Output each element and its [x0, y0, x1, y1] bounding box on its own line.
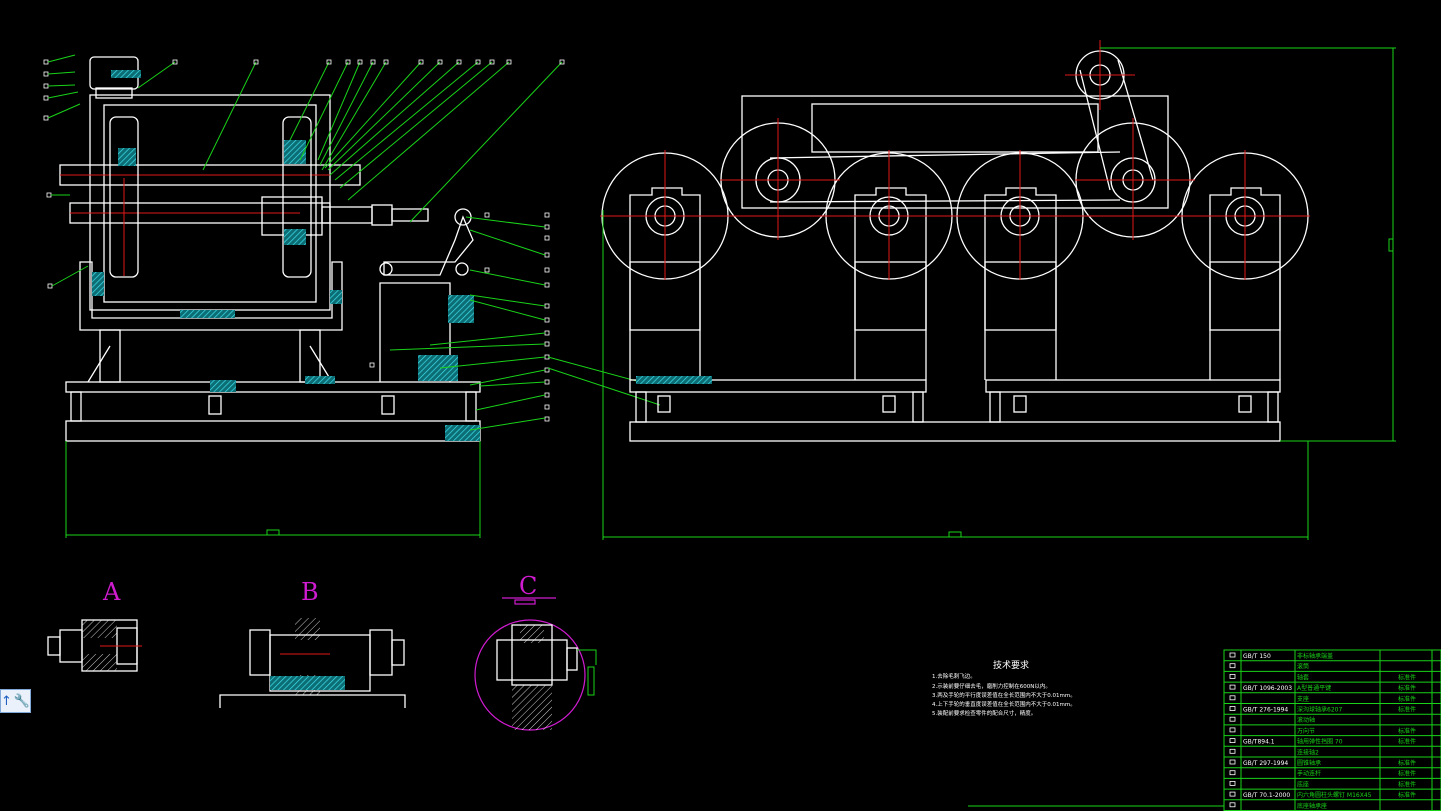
right-elevation-view — [600, 40, 1396, 540]
pin-icon: ↑ — [0, 693, 12, 709]
bom-note-cell: 标准件 — [1398, 673, 1416, 681]
bom-index-tag — [1229, 727, 1236, 733]
bom-std-cell: GB/T 276-1994 — [1243, 707, 1288, 714]
bom-note-cell: 标准件 — [1398, 706, 1416, 714]
bom-std-cell: GB/T 70.1-2000 — [1243, 792, 1290, 799]
section-b: B — [219, 578, 406, 708]
tech-line: 4.上下手轮的垂直度误差值在全长范围内不大于0.01mm。 — [932, 700, 1076, 708]
bom-index-tag — [1229, 716, 1236, 722]
tech-line: 1.去除毛刺飞边。 — [932, 672, 976, 680]
bom-index-tag — [1229, 652, 1236, 658]
bom-name-cell: 滚动轴 — [1297, 716, 1315, 724]
bom-note-cell: 标准件 — [1398, 695, 1416, 703]
bom-name-cell: 底座 — [1297, 780, 1309, 788]
bom-index-tag — [1229, 770, 1236, 776]
bom-note-cell: 标准件 — [1398, 791, 1416, 799]
wrench-icon: 🔧 — [13, 693, 31, 709]
tech-line: 3.两及手轮的平行度误差值在全长范围内不大于0.01mm。 — [932, 691, 1076, 699]
bom-name-cell: 深沟球轴承6207 — [1297, 706, 1342, 714]
bom-name-cell: 内六角圆柱头螺钉 M16X45 — [1297, 791, 1372, 799]
bom-note-cell: 标准件 — [1398, 727, 1416, 735]
bom-note-cell: 标准件 — [1398, 684, 1416, 692]
bom-name-cell: 圆锥轴承 — [1297, 759, 1321, 767]
bom-name-cell: 滚筒 — [1297, 663, 1309, 671]
bom-name-cell: 手动连杆 — [1297, 770, 1321, 778]
bom-name-cell: 连接轴2 — [1297, 748, 1319, 756]
bom-name-cell: 万向节 — [1297, 727, 1315, 735]
bom-index-tag — [1229, 759, 1236, 765]
bom-index-tag — [1229, 674, 1236, 679]
bom-std-cell: GB/T 1096-2003 — [1243, 685, 1292, 692]
bom-name-cell: A型普通平键 — [1297, 684, 1331, 692]
section-a-label: A — [102, 578, 121, 606]
bom-name-cell: 支座 — [1297, 695, 1309, 703]
bom-index-tag — [1229, 781, 1236, 786]
technical-requirements: 技术要求 1.去除毛刺飞边。 2.示装前要仔细去毛，磨削力控制在600N以内。 … — [932, 659, 1076, 717]
bom-index-tag — [1229, 695, 1236, 701]
tech-title: 技术要求 — [993, 659, 1029, 671]
bom-index-tag — [1229, 663, 1236, 669]
section-c-label: C — [519, 572, 537, 600]
bom-std-cell: GB/T894.1 — [1243, 739, 1275, 746]
bom-index-tag — [1229, 738, 1236, 743]
bom-std-cell: GB/T 297-1994 — [1243, 760, 1288, 767]
drawing-tools-button[interactable]: ↑ 🔧 — [0, 689, 31, 713]
bom-index-tag — [1229, 791, 1236, 797]
left-section-view — [43, 54, 661, 538]
bom-name-cell: 轴用弹性挡圈 70 — [1297, 738, 1343, 746]
bom-index-tag — [1229, 748, 1236, 754]
bom-note-cell: 标准件 — [1398, 780, 1416, 788]
bom-name-cell: 非标轴承端盖 — [1297, 652, 1333, 660]
bom-index-tag — [1229, 684, 1236, 690]
bom-name-cell: 底座轴承座 — [1297, 802, 1327, 810]
tech-line: 5.装配前要求检查零件的配合尺寸，精度。 — [932, 709, 1036, 717]
tech-line: 2.示装前要仔细去毛，磨削力控制在600N以内。 — [932, 682, 1051, 690]
bom-note-cell: 标准件 — [1398, 759, 1416, 767]
bom-std-cell: GB/T 150 — [1243, 653, 1271, 660]
section-a: A — [47, 578, 142, 672]
bom-note-cell: 标准件 — [1398, 738, 1416, 746]
section-b-label: B — [301, 578, 319, 606]
bom-index-tag — [1229, 802, 1236, 808]
bom-name-cell: 轴套 — [1297, 673, 1309, 681]
bom-index-tag — [1229, 706, 1236, 711]
section-c: C — [474, 572, 597, 731]
bom-note-cell: 标准件 — [1398, 770, 1416, 778]
